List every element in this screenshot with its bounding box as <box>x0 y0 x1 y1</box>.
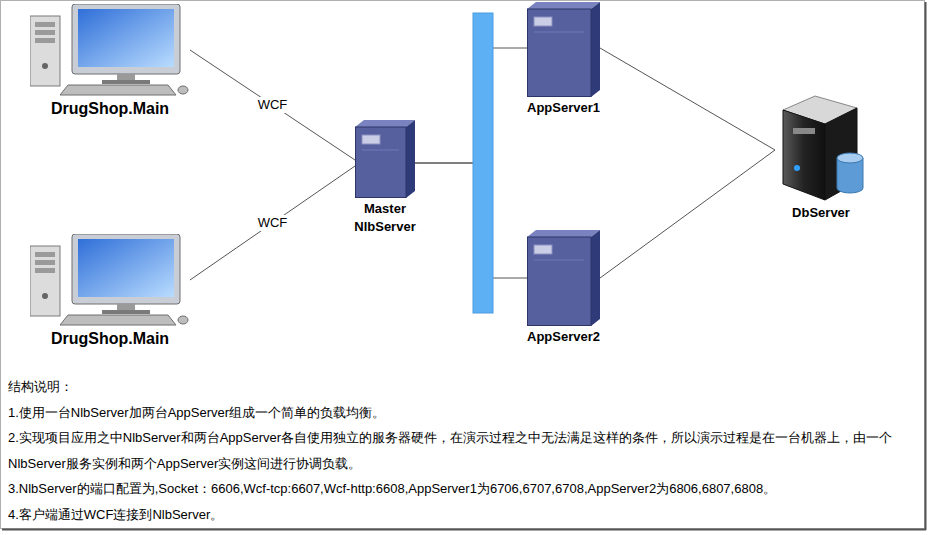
connector-line <box>415 48 527 163</box>
monitor-stand <box>117 74 135 81</box>
drive-bay <box>35 268 55 273</box>
db-cylinder-top <box>837 153 863 163</box>
server-line <box>534 260 584 261</box>
db-bay <box>793 128 815 134</box>
node-label: AppServer1 <box>509 99 619 117</box>
connector-line <box>190 166 355 280</box>
server-front <box>528 9 592 97</box>
node-label: AppServer2 <box>509 328 619 346</box>
db-led <box>794 165 800 171</box>
node-label: Master NlbServer <box>343 200 427 235</box>
server-node: AppServer1 <box>527 2 600 117</box>
node-label: DbServer <box>766 204 876 222</box>
note-text: 结构说明： <box>8 374 903 400</box>
drive-bay <box>35 30 55 35</box>
drive-bay <box>35 252 55 257</box>
edge-label: WCF <box>256 97 290 113</box>
power-button <box>42 63 48 69</box>
monitor-frame <box>72 4 180 74</box>
monitor-frame <box>72 234 180 304</box>
server-panel <box>534 17 552 26</box>
server-front <box>528 237 592 326</box>
connector-line <box>190 50 355 160</box>
pc-tower <box>30 246 60 316</box>
drive-bay <box>35 260 55 265</box>
server-node: Master NlbServer <box>355 120 415 235</box>
note-text: 3.NlbServer的端口配置为,Socket：6606,Wcf-tcp:66… <box>8 476 903 502</box>
monitor-stand <box>117 304 135 311</box>
frame-shadow <box>925 2 927 530</box>
pc-tower <box>30 16 60 86</box>
connector-line <box>600 48 775 150</box>
server-top <box>527 230 600 237</box>
server-node: AppServer2 <box>527 230 600 346</box>
server-side <box>591 2 600 97</box>
frame-shadow <box>2 529 926 531</box>
node-label: DrugShop.Main <box>25 98 195 120</box>
monitor-base <box>102 80 150 84</box>
server-panel <box>362 135 380 144</box>
pc-icon <box>30 4 190 96</box>
edge-label: WCF <box>256 215 290 231</box>
connector-line <box>415 163 527 278</box>
mouse <box>178 86 188 94</box>
note-text: 4.客户端通过WCF连接到NlbServer。 <box>8 502 903 528</box>
notes-block: 结构说明：1.使用一台NlbServer加两台AppServer组成一个简单的负… <box>8 374 903 528</box>
monitor-screen <box>78 239 174 297</box>
srv-icon <box>527 2 600 97</box>
server-top <box>527 2 600 9</box>
client-computer: DrugShop.Main <box>30 4 190 120</box>
drive-bay <box>35 38 55 43</box>
connector-line <box>600 150 775 278</box>
server-side <box>591 230 600 326</box>
server-side <box>406 120 415 198</box>
power-button <box>42 293 48 299</box>
db-front <box>783 110 825 200</box>
client-computer: DrugShop.Main <box>30 234 190 350</box>
monitor-screen <box>78 9 174 67</box>
srv-icon <box>527 230 600 326</box>
keyboard <box>60 315 176 325</box>
server-line <box>534 32 584 33</box>
monitor-base <box>102 310 150 314</box>
pc-icon <box>30 234 190 326</box>
note-text: 1.使用一台NlbServer加两台AppServer组成一个简单的负载均衡。 <box>8 400 903 426</box>
mouse <box>178 316 188 324</box>
server-panel <box>534 245 552 254</box>
server-front <box>356 127 407 198</box>
db-icon <box>775 92 867 202</box>
note-text: 2.实现项目应用之中NlbServer和两台AppServer各自使用独立的服务… <box>8 425 903 476</box>
keyboard <box>60 85 176 95</box>
server-top <box>355 120 415 127</box>
srv-icon <box>355 120 415 198</box>
network-bus <box>473 13 493 313</box>
server-line <box>362 150 399 151</box>
database-server: DbServer <box>775 92 867 222</box>
drive-bay <box>35 22 55 27</box>
node-label: DrugShop.Main <box>25 328 195 350</box>
